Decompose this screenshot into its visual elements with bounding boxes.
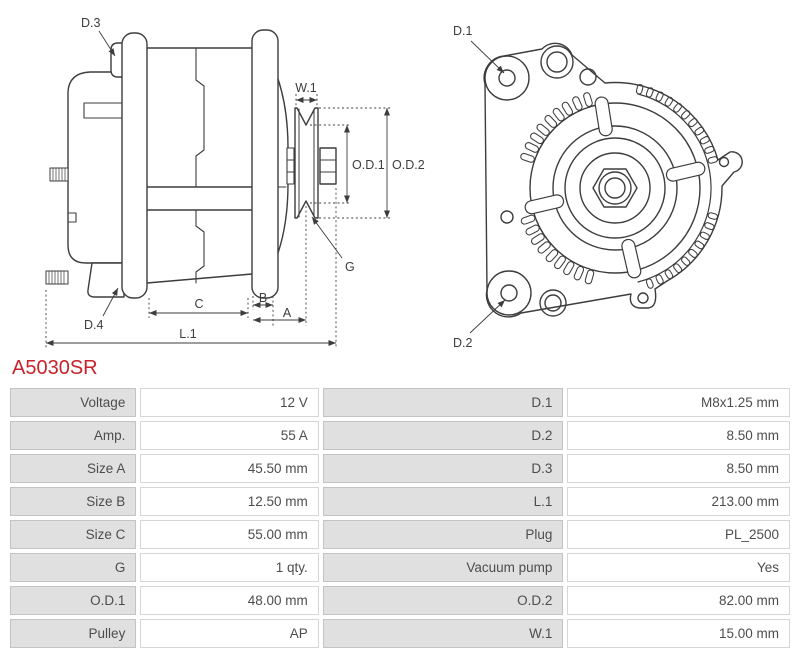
spec-label-right: Vacuum pump — [322, 553, 564, 582]
part-number: A5030SR — [12, 357, 98, 379]
front-view-leaders — [469, 40, 506, 334]
spec-label-right: L.1 — [322, 487, 564, 516]
spec-value-right: PL_2500 — [567, 520, 790, 549]
spec-value-left: 12.50 mm — [140, 487, 319, 516]
drive-end-cone — [277, 78, 289, 254]
spec-value-right: M8x1.25 mm — [567, 388, 790, 417]
spec-row: Pulley AP W.1 15.00 mm — [10, 619, 790, 648]
spec-label-left: Voltage — [10, 388, 137, 417]
mounting-hole-d2 — [500, 284, 518, 302]
spec-row: Amp. 55 A D.2 8.50 mm — [10, 421, 790, 450]
spec-value-right: 15.00 mm — [567, 619, 790, 648]
terminal-studs — [45, 167, 69, 285]
mounting-hole-d2-boss — [486, 270, 532, 316]
mounting-hole-d1-boss — [484, 55, 530, 101]
spec-value-left: 12 V — [140, 388, 319, 417]
dim-label-d1: D.1 — [453, 24, 473, 38]
spec-row: Size A 45.50 mm D.3 8.50 mm — [10, 454, 790, 483]
spec-row: Voltage 12 V D.1 M8x1.25 mm — [10, 388, 790, 417]
spec-label-left: Size B — [10, 487, 137, 516]
dim-label-d2: D.2 — [453, 336, 473, 350]
front-bracket — [251, 29, 279, 299]
spec-row: Size B 12.50 mm L.1 213.00 mm — [10, 487, 790, 516]
spec-value-right: 82.00 mm — [567, 586, 790, 615]
spec-value-left: 55.00 mm — [140, 520, 319, 549]
spec-label-left: Amp. — [10, 421, 137, 450]
mounting-lug — [87, 262, 125, 298]
spec-row: O.D.1 48.00 mm O.D.2 82.00 mm — [10, 586, 790, 615]
dim-label-c: C — [194, 297, 203, 311]
spec-value-right: Yes — [567, 553, 790, 582]
spec-value-right: 8.50 mm — [567, 421, 790, 450]
spec-label-right: W.1 — [322, 619, 564, 648]
technical-drawing-area: D.3 D.4 W.1 O.D.1 O.D.2 G C B A L.1 — [45, 16, 743, 350]
shaft-nut-hex — [592, 168, 638, 208]
dim-label-d3: D.3 — [81, 16, 101, 30]
fan-spokes — [524, 96, 706, 279]
spec-label-right: D.1 — [322, 388, 564, 417]
dim-label-b: B — [259, 291, 267, 305]
dimension-lines — [46, 30, 390, 346]
spec-value-left: 48.00 mm — [140, 586, 319, 615]
spec-label-left: O.D.1 — [10, 586, 137, 615]
spec-value-left: AP — [140, 619, 319, 648]
spec-label-left: Size C — [10, 520, 137, 549]
dim-label-l1: L.1 — [179, 327, 196, 341]
dim-label-a: A — [283, 306, 292, 320]
spec-label-right: O.D.2 — [322, 586, 564, 615]
spec-label-right: D.2 — [322, 421, 564, 450]
rim-teeth — [635, 84, 719, 289]
shaft-nut — [319, 147, 337, 185]
spec-label-left: G — [10, 553, 137, 582]
spec-label-right: Plug — [322, 520, 564, 549]
spec-label-right: D.3 — [322, 454, 564, 483]
spec-value-right: 8.50 mm — [567, 454, 790, 483]
rear-flange — [121, 32, 148, 299]
front-view-outline — [483, 42, 743, 318]
dim-label-od2: O.D.2 — [392, 158, 425, 172]
dim-label-g: G — [345, 260, 355, 274]
spec-table-body: Voltage 12 V D.1 M8x1.25 mm Amp. 55 A D.… — [10, 388, 790, 648]
spec-label-left: Size A — [10, 454, 137, 483]
spec-value-right: 213.00 mm — [567, 487, 790, 516]
pulley — [294, 107, 319, 219]
dim-label-d4: D.4 — [84, 318, 104, 332]
spec-label-left: Pulley — [10, 619, 137, 648]
alternator-drawing: D.3 D.4 W.1 O.D.1 O.D.2 G C B A L.1 — [45, 16, 743, 350]
spec-table: Voltage 12 V D.1 M8x1.25 mm Amp. 55 A D.… — [6, 384, 794, 652]
spec-row: G 1 qty. Vacuum pump Yes — [10, 553, 790, 582]
dim-label-od1: O.D.1 — [352, 158, 385, 172]
spec-row: Size C 55.00 mm Plug PL_2500 — [10, 520, 790, 549]
spec-value-left: 45.50 mm — [140, 454, 319, 483]
dim-label-w1: W.1 — [295, 81, 317, 95]
spec-value-left: 1 qty. — [140, 553, 319, 582]
side-view-outline — [45, 29, 337, 299]
mounting-hole-d1 — [498, 69, 516, 87]
rear-housing — [67, 71, 123, 264]
spec-value-left: 55 A — [140, 421, 319, 450]
